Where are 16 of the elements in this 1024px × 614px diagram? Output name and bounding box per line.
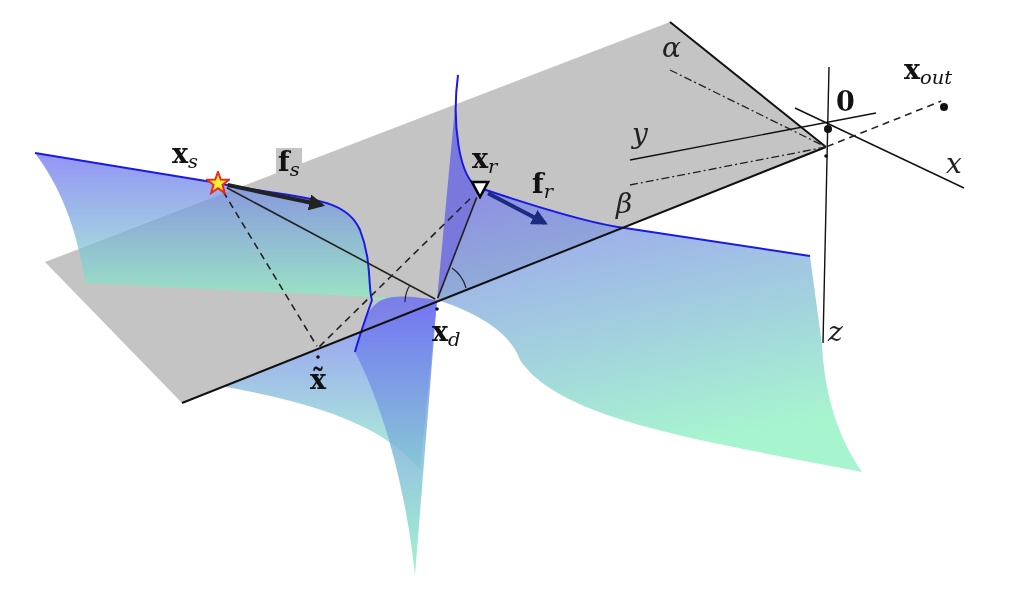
connector-line bbox=[436, 196, 478, 299]
axis-label: α bbox=[662, 34, 681, 62]
axis-label: y bbox=[632, 120, 648, 148]
axis-label: β bbox=[616, 190, 633, 218]
point-label: x$_{out}$ bbox=[904, 56, 953, 88]
force-arrow bbox=[487, 191, 548, 225]
connector-line bbox=[826, 100, 942, 148]
connector-line bbox=[222, 190, 318, 348]
connector-line bbox=[226, 186, 437, 300]
axis-label: z bbox=[828, 318, 843, 346]
point-label: x̃ bbox=[310, 366, 327, 393]
point-label: 0 bbox=[836, 88, 855, 115]
force-arrow bbox=[227, 183, 326, 211]
point-label: x$_{r}$ bbox=[472, 145, 498, 177]
axis-label: x bbox=[946, 150, 962, 178]
point-label: x$_{s}$ bbox=[172, 140, 199, 172]
